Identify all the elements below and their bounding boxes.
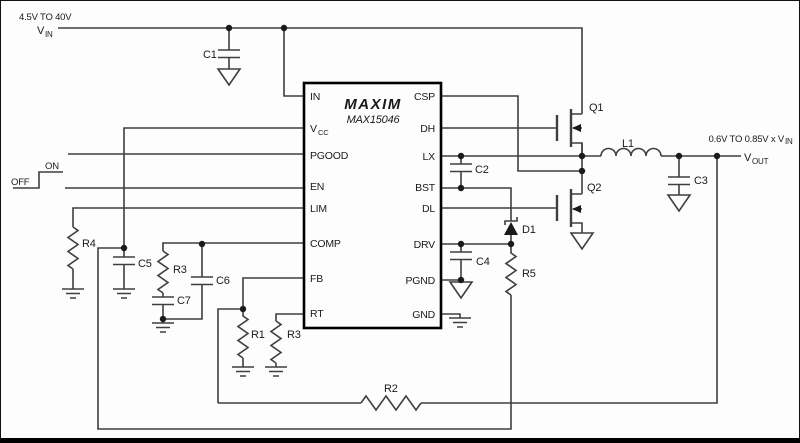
ground-earth-r1 [232,366,254,377]
pin-label-vcc-sub: CC [318,128,329,137]
ground-earth-c5 [113,288,135,299]
label-c7: C7 [177,295,191,307]
off-label: OFF [11,177,30,188]
pin-label-pgood: PGOOD [310,150,349,162]
wire-comp [162,242,304,251]
label-c5: C5 [138,258,152,270]
pin-label-pgnd: PGND [405,275,435,287]
pin-label-gnd: GND [412,309,435,321]
maxim-logo: MAXIM [344,96,402,113]
pin-label-lx: LX [423,151,436,163]
vout-range-sub: IN [785,137,793,146]
mosfet-q1 [555,109,583,156]
resistor-r3-comp [156,250,170,294]
ic-pin-labels-left: IN V CC PGOOD EN LIM COMP FB RT [310,91,349,320]
ground-earth-r3rt [265,366,287,377]
label-r1: R1 [251,329,265,341]
resistor-r4 [62,226,84,299]
capacitor-c4 [450,244,472,280]
label-c4: C4 [476,256,490,268]
ground-triangle-c3 [666,194,692,213]
wire-rt [275,313,304,321]
wire-vin-rail [58,27,583,114]
wire-vcc-to-r5 [97,247,512,430]
label-r3-comp: R3 [173,264,187,276]
wire-r2-right [421,156,718,404]
on-label: ON [45,161,59,172]
label-c2: C2 [475,164,489,176]
label-r4: R4 [82,238,96,250]
ground-triangle-pgnd [448,281,474,300]
wire-bst [441,187,512,221]
ground-triangle-c1 [216,68,242,87]
wire-csp [441,95,582,172]
vin-range-label: 4.5V TO 40V [19,12,72,23]
label-c1: C1 [203,49,217,61]
resistor-r3-rt [265,320,287,377]
pin-label-fb: FB [310,273,323,285]
wire-lim [72,207,304,227]
wire-in-pin [283,28,304,97]
pin-label-en: EN [310,181,324,193]
inductor-l1 [600,147,662,157]
on-off-step [13,171,63,189]
pin-label-rt: RT [310,308,324,320]
ic-part-number: MAX15046 [347,114,401,126]
ic-pin-labels-right: CSP DH LX BST DL DRV PGND GND [405,91,436,321]
wire-gnd [441,313,461,318]
label-c6: C6 [216,275,230,287]
junction-dots [120,24,721,323]
vin-net-sub: IN [45,30,53,39]
ground-earth-r4 [62,288,84,299]
label-r3-rt: R3 [287,329,301,341]
label-q2: Q2 [587,182,601,194]
label-l1: L1 [622,138,634,150]
vin-net-label: V [37,25,45,37]
diode-d1 [504,217,518,244]
resistor-r5 [504,244,518,296]
pin-label-dl: DL [422,203,435,215]
capacitor-c2 [450,156,472,188]
pin-label-vcc: V [310,123,317,135]
wire-fb [242,277,304,309]
label-r5: R5 [522,268,536,280]
capacitor-c5 [113,248,135,299]
pin-label-comp: COMP [310,238,341,250]
vout-net-sub: OUT [752,157,769,166]
capacitor-c3 [666,156,692,213]
pin-label-bst: BST [415,182,436,194]
capacitor-c1 [216,28,242,87]
pin-label-in: IN [310,91,320,103]
pin-label-lim: LIM [310,203,327,215]
wire-fb-to-r2 [217,308,243,403]
label-r2: R2 [384,383,398,395]
vout-range-label: 0.6V TO 0.85V x V [709,134,785,145]
resistor-r1 [232,309,254,377]
ground-triangle-q2 [569,232,595,251]
vout-net-label: V [744,152,752,164]
pin-label-drv: DRV [414,239,436,251]
mosfet-q2 [555,189,595,251]
wires [13,27,741,430]
resistor-r2 [360,394,422,412]
label-d1: D1 [522,224,536,236]
capacitor-c6 [163,244,213,320]
label-q1: Q1 [589,102,603,114]
pin-label-csp: CSP [414,91,435,103]
capacitor-c7 [152,293,174,319]
ground-earth-gnd [449,317,471,328]
ic-max15046-body [302,81,443,330]
pin-label-dh: DH [420,123,435,135]
label-c3: C3 [694,175,708,187]
